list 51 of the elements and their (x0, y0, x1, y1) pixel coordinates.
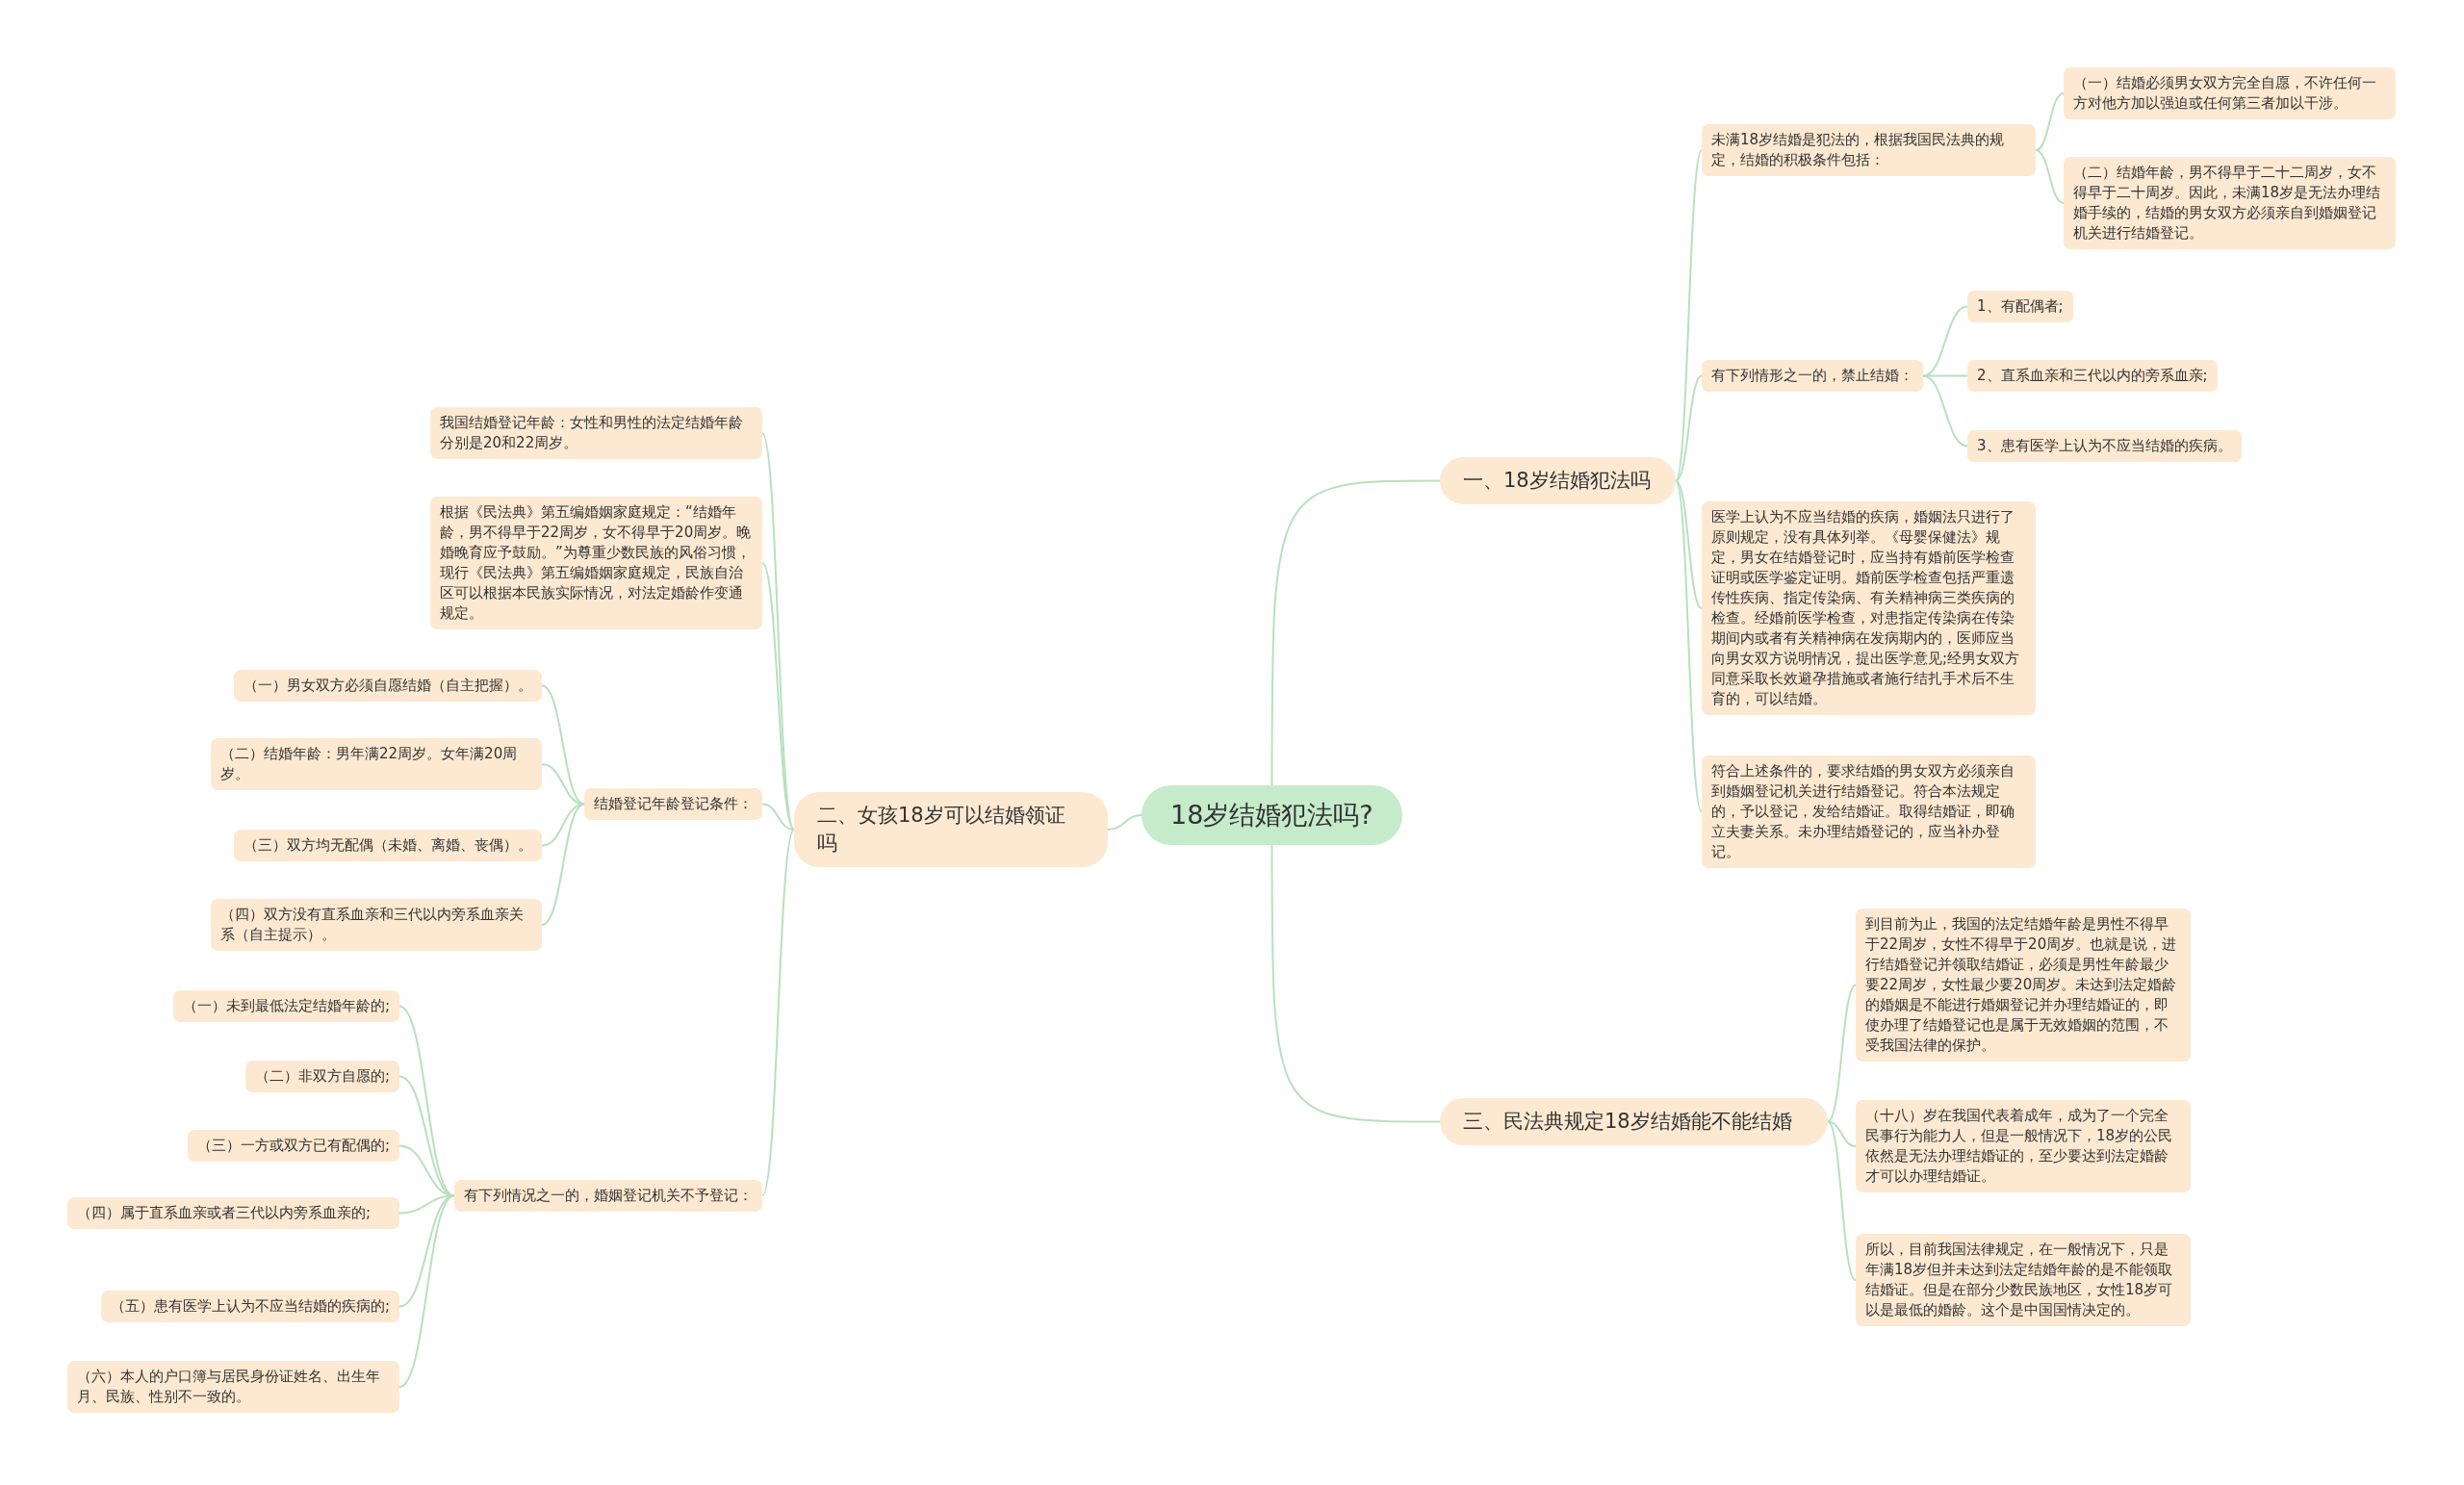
connector (1827, 1120, 1857, 1281)
topic-box: （二）结婚年龄，男不得早于二十二周岁，女不得早于二十周岁。因此，未满18岁是无法办理结婚手续的，结婚的男女双方必须亲自到婚姻登记机关进行结婚登记。 (2064, 157, 2396, 249)
connector (761, 829, 795, 1197)
topic-box: 到目前为止，我国的法定结婚年龄是男性不得早于22周岁，女性不得早于20周岁。也就是说，进行结婚登记并领取结婚证，必须是男性年龄最少要22周岁，女性最少要20周岁。未达到法定婚龄的婚姻是不能进行婚姻登记并办理结婚证的，即使办理了结婚登记也是属于无效婚姻的范围，不受我国法律的保护。 (1856, 909, 2191, 1062)
connector (1675, 374, 1703, 482)
topic-box: （四）属于直系血亲或者三代以内旁系血亲的; (67, 1197, 399, 1229)
topic-box: 有下列情况之一的，婚姻登记机关不予登记： (454, 1180, 762, 1212)
connector (761, 562, 795, 831)
branch-topic: 二、女孩18岁可以结婚领证吗 (794, 792, 1108, 867)
topic-box: （六）本人的户口簿与居民身份证姓名、出生年月、民族、性别不一致的。 (67, 1361, 399, 1413)
connector (761, 803, 795, 831)
topic-box: 2、直系血亲和三代以内的旁系血亲; (1967, 360, 2218, 392)
topic-box: （三）双方均无配偶（未婚、离婚、丧偶）。 (234, 830, 542, 861)
topic-box: （三）一方或双方已有配偶的; (187, 1130, 399, 1162)
connector (2035, 92, 2065, 151)
topic-box: 我国结婚登记年龄：女性和男性的法定结婚年龄分别是20和22周岁。 (430, 407, 762, 459)
connector (761, 432, 795, 831)
branch-topic: 三、民法典规定18岁结婚能不能结婚 (1440, 1098, 1828, 1145)
connector (1922, 374, 1968, 448)
topic-box: （十八）岁在我国代表着成年，成为了一个完全民事行为能力人，但是一般情况下，18岁的公民依然是无法办理结婚证的，至少要达到法定婚龄才可以办理结婚证。 (1856, 1100, 2191, 1192)
connector (1827, 1120, 1857, 1147)
branch-topic: 一、18岁结婚犯法吗 (1440, 457, 1676, 504)
topic-box: 医学上认为不应当结婚的疾病，婚姻法只进行了原则规定，没有具体列举。《母婴保健法》规定，男女在结婚登记时，应当持有婚前医学检查证明或医学鉴定证明。婚前医学检查包括严重遗传性疾病、指定传染病、有关精神病三类疾病的检查。经婚前医学检查，对患指定传染病在传染期间内或者有关精神病在发病期内的，医师应当向男女双方说明情况，提出医学意见;经男女双方同意采取长效避孕措施或者施行结扎手术后不生育的，可以结婚。 (1702, 501, 2036, 715)
topic-box: （四）双方没有直系血亲和三代以内旁系血亲关系（自主提示）。 (211, 899, 542, 951)
connector (1270, 844, 1441, 1123)
topic-box: 结婚登记年龄登记条件： (584, 788, 762, 820)
connector (398, 1194, 455, 1388)
topic-box: 符合上述条件的，要求结婚的男女双方必须亲自到婚姻登记机关进行结婚登记。符合本法规定的，予以登记，发给结婚证。取得结婚证，即确立夫妻关系。未办理结婚登记的，应当补办登记。 (1702, 755, 2036, 868)
topic-box: 3、患有医学上认为不应当结婚的疾病。 (1967, 430, 2242, 462)
topic-box: （二）结婚年龄：男年满22周岁。女年满20周岁。 (211, 738, 542, 790)
topic-box: 根据《民法典》第五编婚姻家庭规定：“结婚年龄，男不得早于22周岁，女不得早于20周岁。晚婚晚育应予鼓励。”为尊重少数民族的风俗习惯，现行《民法典》第五编婚姻家庭规定，民族自治区可以根据本民族实际情况，对法定婚龄作变通规定。 (430, 497, 762, 629)
topic-box: 有下列情形之一的，禁止结婚： (1702, 360, 1923, 392)
connector (1922, 305, 1968, 377)
connector (2035, 149, 2065, 204)
connector (541, 803, 585, 926)
connector (541, 763, 585, 806)
central-topic: 18岁结婚犯法吗? (1142, 785, 1402, 845)
connector (1675, 149, 1703, 482)
connector (1675, 479, 1703, 609)
topic-box: 1、有配偶者; (1967, 291, 2073, 322)
topic-box: 所以，目前我国法律规定，在一般情况下，只是年满18岁但并未达到法定结婚年龄的是不能领取结婚证。但是在部分少数民族地区，女性18岁可以是最低的婚龄。这个是中国国情决定的。 (1856, 1234, 2191, 1326)
connector (1270, 479, 1441, 786)
topic-box: （一）男女双方必须自愿结婚（自主把握）。 (234, 670, 542, 702)
connector (1827, 984, 1857, 1123)
topic-box: （一）结婚必须男女双方完全自愿，不许任何一方对他方加以强迫或任何第三者加以干涉。 (2064, 67, 2396, 119)
topic-box: （二）非双方自愿的; (244, 1061, 399, 1092)
topic-box: （五）患有医学上认为不应当结婚的疾病的; (100, 1291, 399, 1322)
topic-box: （一）未到最低法定结婚年龄的; (172, 990, 399, 1022)
topic-box: 未满18岁结婚是犯法的，根据我国民法典的规定，结婚的积极条件包括： (1702, 124, 2036, 176)
connector (1675, 479, 1703, 813)
connector (1107, 814, 1142, 831)
